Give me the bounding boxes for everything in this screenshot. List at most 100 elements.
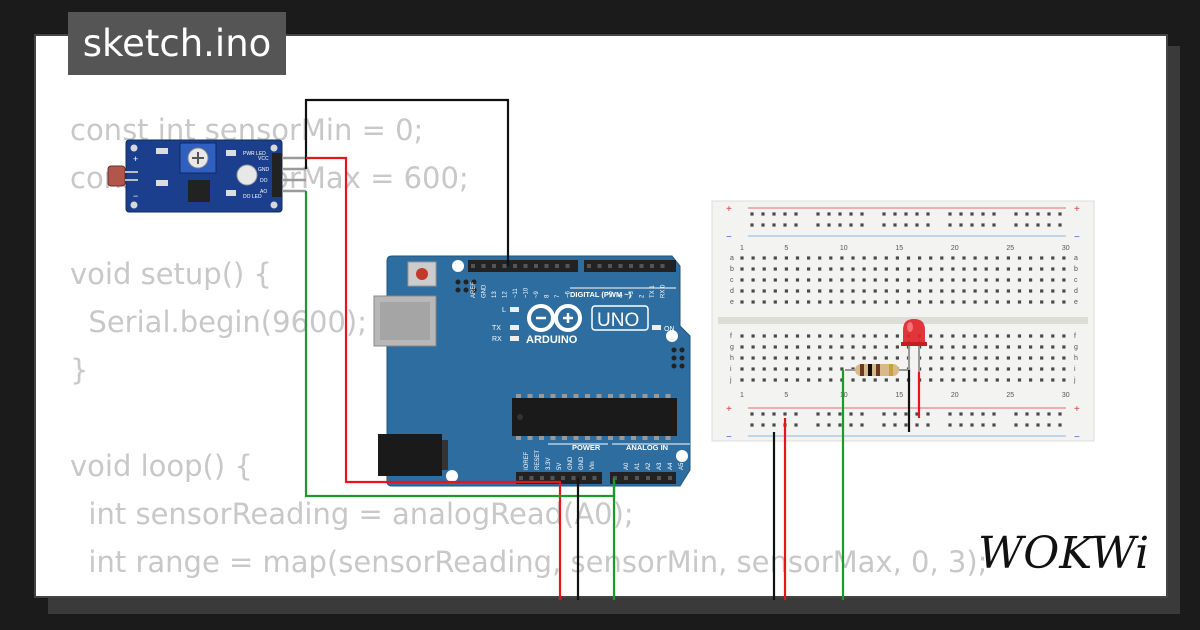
power-pin-label: 5V bbox=[557, 463, 563, 470]
svg-text:POWER: POWER bbox=[572, 443, 601, 452]
breadboard-hole bbox=[962, 256, 966, 260]
digital-pin-label: 2 bbox=[640, 294, 646, 298]
ldr-sensor-module[interactable]: + − PWR LED DO LED VCC GND DO AO bbox=[107, 139, 306, 213]
rail-hole bbox=[992, 423, 996, 427]
breadboard-hole bbox=[1017, 289, 1022, 293]
rail-hole bbox=[794, 423, 798, 427]
column-number: 30 bbox=[1062, 392, 1070, 399]
breadboard-hole bbox=[1029, 378, 1033, 382]
header-pin bbox=[513, 264, 517, 268]
chip-pin bbox=[573, 394, 579, 398]
breadboard-hole bbox=[807, 345, 811, 349]
breadboard-hole bbox=[995, 256, 999, 260]
breadboard-hole bbox=[784, 378, 788, 382]
breadboard-hole bbox=[1017, 378, 1022, 382]
row-letter: c bbox=[730, 277, 734, 284]
resistor[interactable] bbox=[845, 364, 909, 376]
breadboard-hole bbox=[873, 356, 877, 360]
rail-hole bbox=[783, 223, 787, 227]
rail-hole bbox=[970, 412, 974, 416]
breadboard-hole bbox=[795, 267, 800, 271]
svg-text:GND: GND bbox=[258, 167, 270, 173]
breadboard-hole bbox=[951, 300, 955, 304]
breadboard-hole bbox=[1062, 356, 1066, 360]
rail-hole bbox=[948, 423, 952, 427]
row-letter: h bbox=[730, 355, 734, 362]
rail-hole bbox=[1025, 223, 1029, 227]
breadboard-hole bbox=[1029, 300, 1033, 304]
breadboard-hole bbox=[929, 278, 933, 282]
breadboard-hole bbox=[751, 300, 755, 304]
rail-hole bbox=[1047, 423, 1051, 427]
digital-pin-label: GND bbox=[482, 284, 488, 298]
rail-hole bbox=[981, 412, 985, 416]
wire-vcc-red bbox=[306, 156, 562, 600]
chip-pin bbox=[654, 394, 659, 398]
rail-hole bbox=[926, 423, 930, 427]
breadboard-hole bbox=[951, 334, 955, 338]
breadboard-hole bbox=[884, 278, 888, 282]
svg-text:WOKWi: WOKWi bbox=[978, 528, 1149, 579]
header-pin bbox=[502, 264, 507, 268]
row-letter: b bbox=[1074, 266, 1078, 273]
rail-hole bbox=[783, 212, 787, 216]
breadboard-hole bbox=[1062, 367, 1066, 371]
digital-pin-label: 4 bbox=[619, 294, 625, 298]
breadboard-hole bbox=[784, 345, 788, 349]
breadboard-hole bbox=[751, 356, 755, 360]
header-pin bbox=[555, 264, 559, 268]
breadboard-hole bbox=[984, 267, 988, 271]
digital-pin-label: ~9 bbox=[534, 290, 540, 298]
breadboard-hole bbox=[795, 334, 800, 338]
code-line: int range = map(sensorReading, sensorMin… bbox=[70, 545, 988, 579]
breadboard-hole bbox=[840, 367, 844, 371]
rail-hole bbox=[838, 223, 842, 227]
breadboard-hole bbox=[1006, 334, 1010, 338]
chip-pin bbox=[516, 436, 521, 440]
breadboard-hole bbox=[884, 267, 888, 271]
rail-hole bbox=[893, 223, 897, 227]
breadboard-hole bbox=[829, 267, 833, 271]
breadboard-hole bbox=[1062, 300, 1066, 304]
breadboard-hole bbox=[807, 256, 811, 260]
breadboard-hole bbox=[795, 300, 800, 304]
svg-text:ANALOG IN: ANALOG IN bbox=[626, 443, 668, 452]
breadboard-hole bbox=[807, 289, 811, 293]
rail-hole bbox=[750, 412, 754, 416]
rail-hole bbox=[893, 412, 897, 416]
digital-pin-label: ~3 bbox=[629, 290, 635, 298]
power-pin-label: RESET bbox=[535, 450, 541, 470]
breadboard[interactable]: + + − − + + − − 115510101515202025253030… bbox=[711, 200, 1095, 443]
breadboard-hole bbox=[784, 267, 788, 271]
chip-pin bbox=[642, 436, 648, 440]
rail-hole bbox=[816, 423, 820, 427]
breadboard-hole bbox=[862, 345, 866, 349]
red-led[interactable] bbox=[901, 319, 927, 372]
breadboard-hole bbox=[984, 334, 988, 338]
breadboard-hole bbox=[1051, 300, 1055, 304]
breadboard-hole bbox=[906, 300, 911, 304]
breadboard-hole bbox=[918, 300, 922, 304]
analog-pin-label: A5 bbox=[679, 462, 685, 470]
breadboard-hole bbox=[951, 267, 955, 271]
breadboard-hole bbox=[929, 289, 933, 293]
header-pin bbox=[650, 264, 654, 268]
breadboard-hole bbox=[818, 256, 822, 260]
header-pin bbox=[534, 264, 538, 268]
breadboard-hole bbox=[807, 334, 811, 338]
breadboard-hole bbox=[940, 345, 944, 349]
analog-pin-label: A1 bbox=[635, 462, 641, 470]
rail-hole bbox=[860, 223, 864, 227]
breadboard-hole bbox=[751, 267, 755, 271]
breadboard-hole bbox=[1006, 345, 1010, 349]
breadboard-hole bbox=[1040, 378, 1044, 382]
breadboard-hole bbox=[818, 278, 822, 282]
breadboard-hole bbox=[829, 345, 833, 349]
svg-text:UNO: UNO bbox=[597, 310, 639, 331]
row-letter: d bbox=[730, 288, 734, 295]
rail-hole bbox=[772, 212, 776, 216]
breadboard-hole bbox=[962, 300, 966, 304]
digital-pin-label: ~10 bbox=[524, 287, 530, 298]
column-number: 5 bbox=[784, 392, 788, 399]
